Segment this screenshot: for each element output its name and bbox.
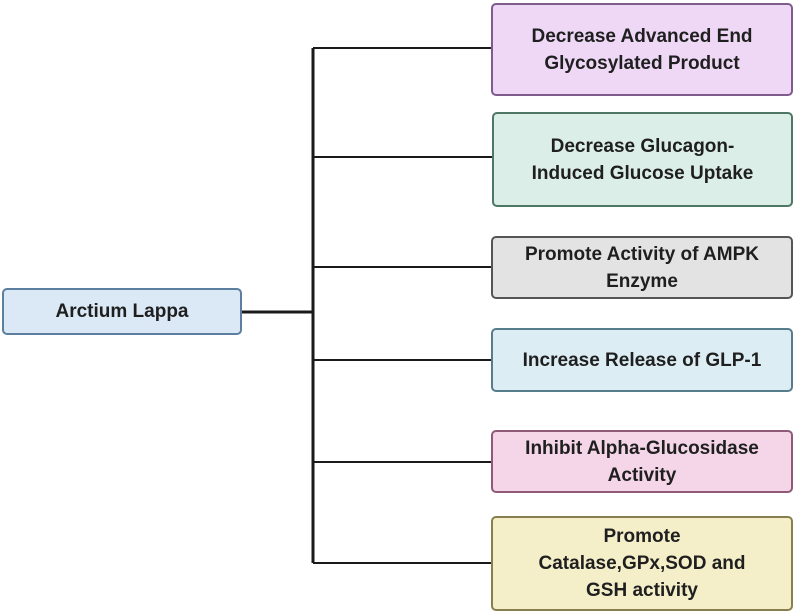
effect-label: Promote Activity of AMPK Enzyme [524, 243, 759, 292]
effect-node-ampk: Promote Activity of AMPK Enzyme [491, 236, 793, 299]
effect-label: Inhibit Alpha-Glucosidase Activity [525, 437, 759, 486]
root-node-arctium-lappa: Arctium Lappa [2, 288, 242, 335]
effect-node-glp1: Increase Release of GLP-1 [491, 328, 793, 392]
effect-label: Decrease Glucagon- Induced Glucose Uptak… [531, 135, 754, 184]
effect-node-antioxidant: Promote Catalase,GPx,SOD and GSH activit… [491, 516, 793, 611]
effect-label: Decrease Advanced End Glycosylated Produ… [531, 25, 753, 74]
effect-label: Increase Release of GLP-1 [522, 349, 762, 371]
effect-node-alpha-glucosidase: Inhibit Alpha-Glucosidase Activity [491, 430, 793, 493]
effect-label: Promote Catalase,GPx,SOD and GSH activit… [538, 526, 746, 601]
effect-node-glucagon: Decrease Glucagon- Induced Glucose Uptak… [492, 112, 793, 207]
root-label: Arctium Lappa [55, 301, 189, 322]
effect-node-age: Decrease Advanced End Glycosylated Produ… [491, 3, 793, 96]
